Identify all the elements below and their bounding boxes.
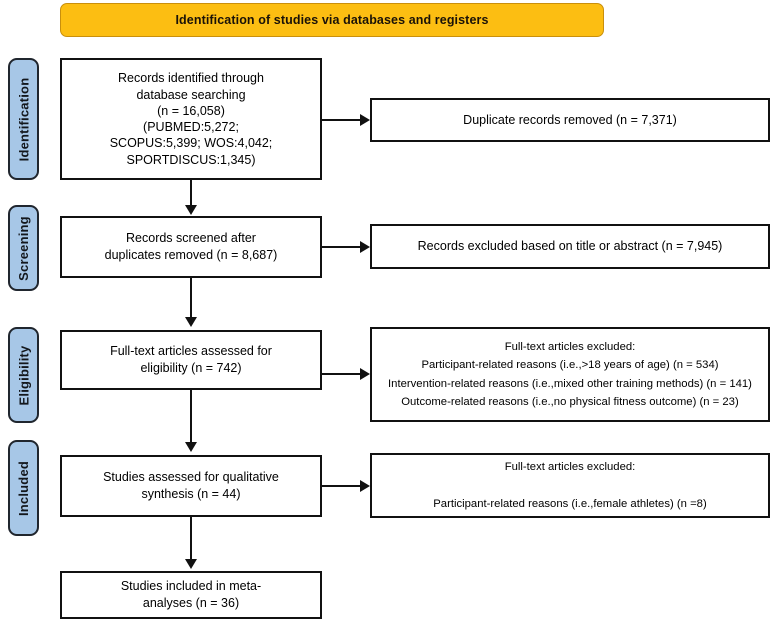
header-banner-title: Identification of studies via databases … <box>175 13 489 27</box>
arrowhead-down-icon <box>185 559 197 569</box>
box-duplicate-records-removed: Duplicate records removed (n = 7,371) <box>370 98 770 142</box>
arrowhead-right-icon <box>360 114 370 126</box>
connector-screened-to-fulltext <box>190 278 192 318</box>
connector-qualitative-to-excluded <box>322 485 368 487</box>
box-records-identified-text: Records identified through database sear… <box>109 71 273 167</box>
stage-label-text: Included <box>16 460 31 516</box>
box-records-screened-text: Records screened after duplicates remove… <box>104 231 278 262</box>
box-fulltext-assessed-text: Full-text articles assessed for eligibil… <box>110 344 272 375</box>
stage-label-text: Screening <box>16 215 31 281</box>
box-qualitative-synthesis-text: Studies assessed for qualitative synthes… <box>103 470 279 501</box>
stage-label-eligibility: Eligibility <box>8 327 39 423</box>
arrowhead-right-icon <box>360 480 370 492</box>
connector-screened-to-excluded <box>322 246 368 248</box>
box-fulltext-assessed: Full-text articles assessed for eligibil… <box>60 330 322 390</box>
box-qualitative-synthesis: Studies assessed for qualitative synthes… <box>60 455 322 517</box>
box-meta-analyses: Studies included in meta- analyses (n = … <box>60 571 322 619</box>
box-meta-analyses-text: Studies included in meta- analyses (n = … <box>120 579 262 610</box>
stage-label-included: Included <box>8 440 39 536</box>
connector-identified-to-duplicates <box>322 119 368 121</box>
arrowhead-right-icon <box>360 368 370 380</box>
box-fulltext-excluded-included: Full-text articles excluded: Participant… <box>370 453 770 518</box>
connector-identified-to-screened <box>190 180 192 206</box>
box-fulltext-excluded-eligibility-text: Full-text articles excluded: Participant… <box>388 340 752 408</box>
stage-label-screening: Screening <box>8 205 39 291</box>
stage-label-identification: Identification <box>8 58 39 180</box>
box-records-excluded-text: Records excluded based on title or abstr… <box>417 239 723 254</box>
arrowhead-down-icon <box>185 442 197 452</box>
box-fulltext-excluded-eligibility: Full-text articles excluded: Participant… <box>370 327 770 422</box>
box-records-excluded: Records excluded based on title or abstr… <box>370 224 770 269</box>
stage-label-text: Eligibility <box>16 345 32 405</box>
box-records-screened: Records screened after duplicates remove… <box>60 216 322 278</box>
arrowhead-down-icon <box>185 317 197 327</box>
box-records-identified: Records identified through database sear… <box>60 58 322 180</box>
box-duplicate-records-removed-text: Duplicate records removed (n = 7,371) <box>463 112 677 127</box>
connector-fulltext-to-excluded <box>322 373 368 375</box>
arrowhead-right-icon <box>360 241 370 253</box>
connector-qualitative-to-meta <box>190 517 192 560</box>
connector-fulltext-to-qualitative <box>190 390 192 443</box>
box-fulltext-excluded-included-text: Full-text articles excluded: Participant… <box>433 461 707 510</box>
stage-label-text: Identification <box>16 77 32 161</box>
header-banner: Identification of studies via databases … <box>60 3 604 37</box>
arrowhead-down-icon <box>185 205 197 215</box>
